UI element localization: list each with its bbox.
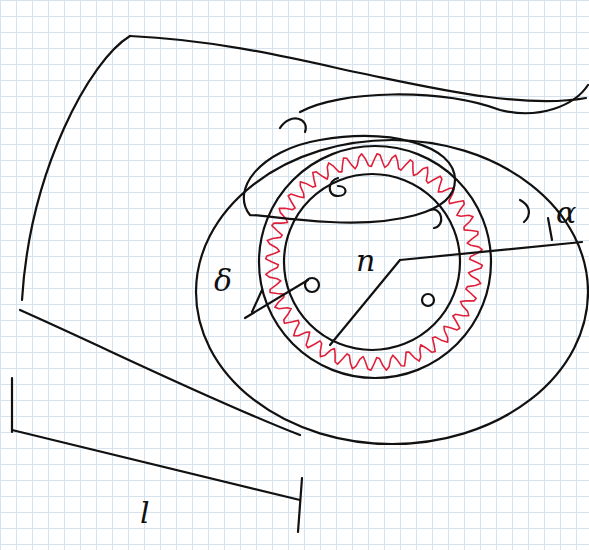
radius-line — [400, 242, 582, 260]
lubricant-layer — [266, 154, 483, 371]
symbol-label: α — [556, 198, 576, 228]
end-face — [196, 140, 588, 444]
flow-loop — [244, 136, 455, 222]
symbol-label: l — [140, 498, 150, 528]
gap-leader — [245, 280, 308, 318]
shaft — [284, 174, 460, 350]
rotation-mark — [430, 209, 441, 228]
bearing-bore — [259, 146, 491, 378]
body-outline — [130, 36, 586, 101]
flow-loop — [300, 85, 588, 113]
symbol-label: δ — [214, 266, 232, 296]
body-outline — [20, 310, 300, 435]
gap-leader — [252, 290, 262, 312]
body-outline — [22, 36, 130, 300]
dimension-tick — [11, 378, 13, 432]
symbol-label: n — [356, 246, 375, 276]
dimension-line — [12, 430, 300, 500]
rotation-mark — [330, 178, 346, 196]
rotation-mark — [422, 294, 434, 306]
angle-mark — [520, 200, 529, 222]
flow-loop — [280, 118, 306, 132]
angle-mark — [548, 218, 552, 240]
dimension-tick — [298, 478, 302, 532]
